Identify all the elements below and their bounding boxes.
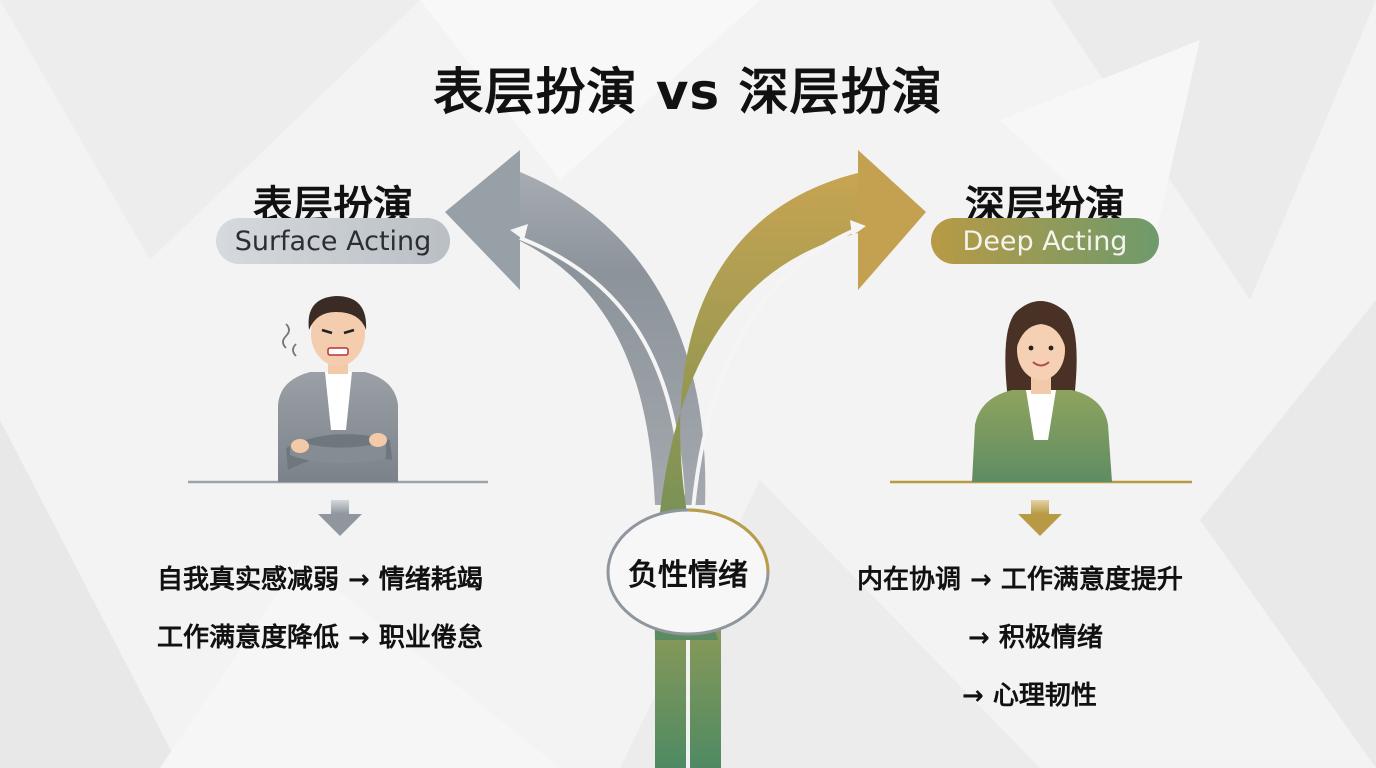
negative-emotion-label: 负性情绪 <box>628 558 748 593</box>
deep-effect-2: → 积极情绪 <box>968 623 1103 653</box>
down-arrow-icon <box>1018 500 1062 536</box>
down-arrow-icon <box>318 500 362 536</box>
calm-woman-icon <box>972 301 1112 482</box>
deep-effect-1: 内在协调 → 工作满意度提升 <box>857 565 1183 595</box>
stressed-man-icon <box>278 296 398 482</box>
surface-effect-1: 自我真实感减弱 → 情绪耗竭 <box>157 565 483 595</box>
page-title: 表层扮演 vs 深层扮演 <box>433 63 943 121</box>
deep-acting-subtitle: Deep Acting <box>931 218 1159 264</box>
surface-effect-2: 工作满意度降低 → 职业倦怠 <box>157 623 483 653</box>
deep-effect-3: → 心理韧性 <box>962 681 1097 711</box>
surface-acting-subtitle: Surface Acting <box>216 218 450 264</box>
